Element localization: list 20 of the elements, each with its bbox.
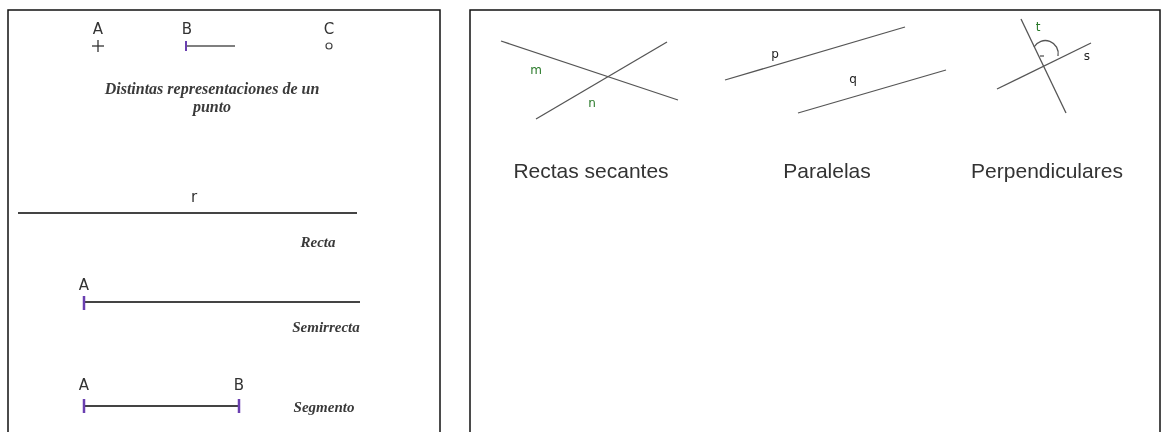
line-label: q	[849, 73, 857, 87]
line-label: p	[771, 48, 779, 62]
caption: Recta	[300, 233, 336, 251]
point-label: A	[92, 20, 104, 38]
caption: Semirrecta	[292, 318, 360, 336]
line-label: n	[588, 97, 596, 111]
point-label: A	[78, 276, 90, 294]
caption: Paralelas	[783, 159, 871, 183]
point-label: A	[78, 376, 90, 394]
point-label: B	[181, 20, 193, 38]
line-label: t	[1035, 21, 1041, 35]
point-label: C	[323, 20, 335, 38]
caption: Perpendiculares	[971, 159, 1123, 183]
caption: Rectas secantes	[513, 159, 669, 183]
line-label: m	[530, 64, 542, 78]
point-label: B	[233, 376, 245, 394]
caption: Segmento	[293, 398, 355, 416]
caption: Distintas representaciones de un punto	[103, 80, 321, 116]
line-label: s	[1083, 50, 1091, 64]
line-label: r	[190, 188, 198, 206]
